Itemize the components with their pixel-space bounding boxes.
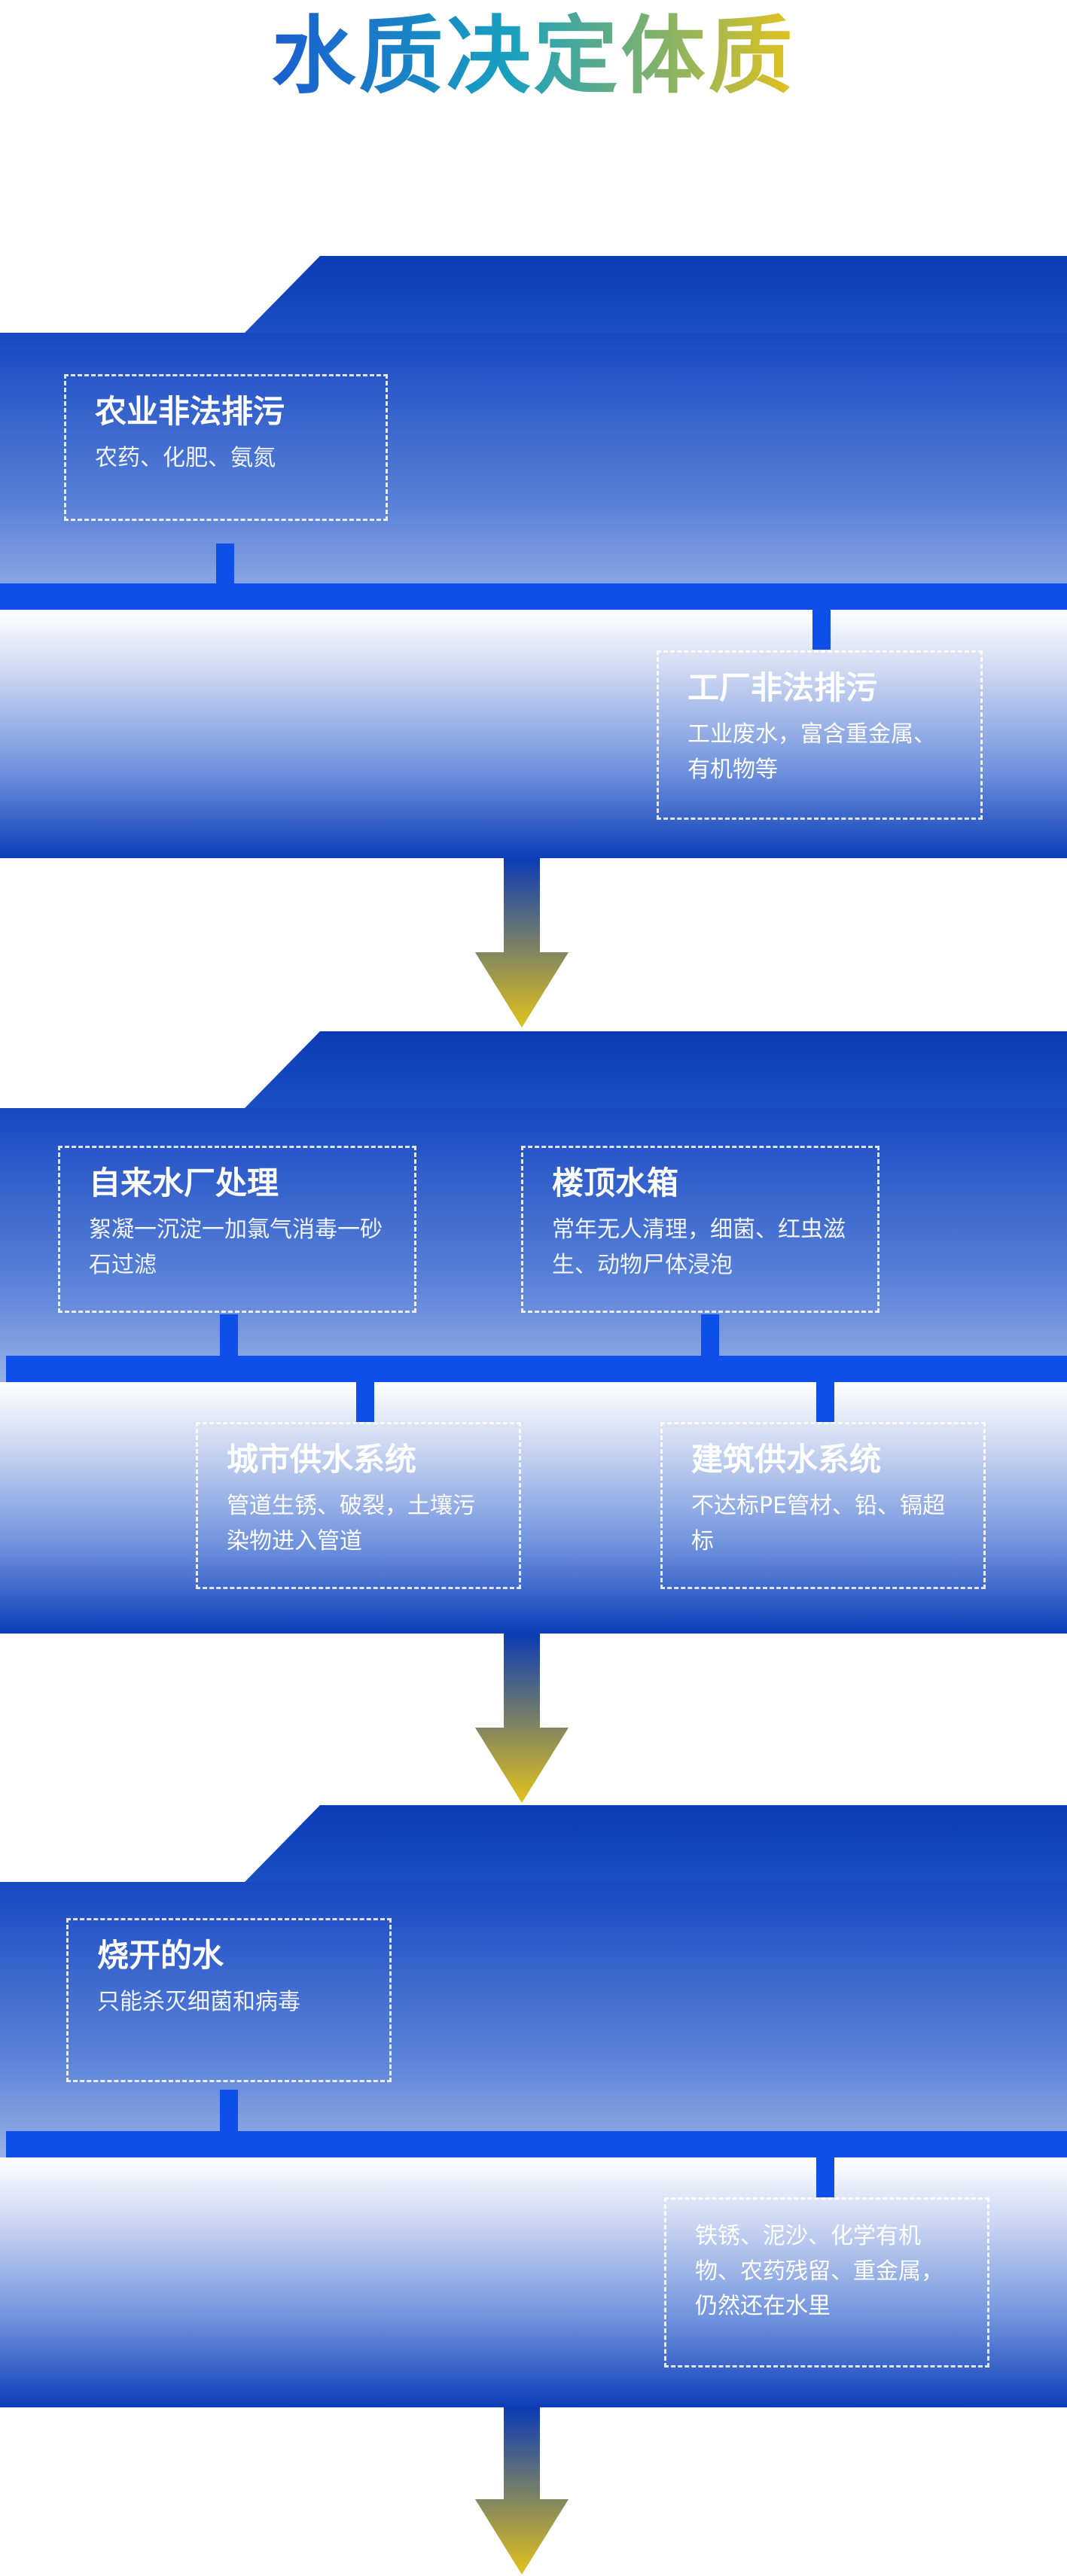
section-tab [245,1031,1067,1108]
connector-stub [816,2156,834,2197]
card-title: 自来水厂处理 [89,1165,279,1201]
arrow-down-icon [475,1634,569,1803]
page-title-wrap: 水质决定体质 [0,0,1067,105]
card-title: 烧开的水 [97,1937,224,1974]
arrow-down-icon [475,858,569,1028]
page-title: 水质决定体质 [272,0,796,110]
card-desc: 絮凝一沉淀一加氯气消毒一砂石过滤 [89,1216,383,1278]
card-title: 楼顶水箱 [552,1165,679,1201]
connector-stub [216,544,234,585]
card-desc: 只能杀灭细菌和病毒 [97,1989,300,2016]
connector-stub [220,1314,238,1357]
card-title: 工厂非法排污 [687,669,878,706]
connector-stub [220,2090,238,2133]
card-desc: 不达标PE管材、铅、镉超标 [691,1493,946,1554]
card-desc: 工业废水，富含重金属、有机物等 [687,721,936,783]
arrow-down-icon [475,2407,569,2574]
section-water-supply: 自来水厂处理 絮凝一沉淀一加氯气消毒一砂石过滤 楼顶水箱 常年无人清理，细菌、红… [0,1031,1067,1634]
boiled-water-card: 烧开的水 只能杀灭细菌和病毒 [66,1918,392,2082]
remaining-contaminants-card: 铁锈、泥沙、化学有机物、农药残留、重金属，仍然还在水里 [664,2197,989,2367]
section-tab [245,1805,1067,1882]
connector-stub [701,1314,719,1357]
connector-stub [816,1381,834,1422]
connector-bar [6,2131,1067,2157]
section-boiling: 烧开的水 只能杀灭细菌和病毒 铁锈、泥沙、化学有机物、农药残留、重金属，仍然还在… [0,1805,1067,2407]
connector-bar [0,583,1067,610]
connector-bar [6,1356,1067,1382]
section-tab [245,256,1067,333]
card-title: 建筑供水系统 [691,1441,882,1478]
card-desc: 管道生锈、破裂，土壤污染物进入管道 [227,1493,475,1554]
card-desc: 铁锈、泥沙、化学有机物、农药残留、重金属，仍然还在水里 [695,2223,944,2319]
section-pollution-sources: 农业非法排污 农药、化肥、氨氮 工厂非法排污 工业废水，富含重金属、有机物等 [0,256,1067,858]
card-title: 农业非法排污 [95,393,285,430]
connector-stub [812,608,831,650]
card-desc: 常年无人清理，细菌、红虫滋生、动物尸体浸泡 [552,1216,846,1278]
agriculture-pollution-card: 农业非法排污 农药、化肥、氨氮 [64,374,388,521]
city-supply-card: 城市供水系统 管道生锈、破裂，土壤污染物进入管道 [196,1422,521,1589]
card-title: 城市供水系统 [227,1441,417,1478]
factory-pollution-card: 工厂非法排污 工业废水，富含重金属、有机物等 [657,650,983,820]
waterworks-card: 自来水厂处理 絮凝一沉淀一加氯气消毒一砂石过滤 [58,1146,416,1313]
rooftop-tank-card: 楼顶水箱 常年无人清理，细菌、红虫滋生、动物尸体浸泡 [521,1146,880,1313]
card-desc: 农药、化肥、氨氮 [95,445,276,472]
connector-stub [356,1381,374,1422]
building-supply-card: 建筑供水系统 不达标PE管材、铅、镉超标 [660,1422,986,1589]
